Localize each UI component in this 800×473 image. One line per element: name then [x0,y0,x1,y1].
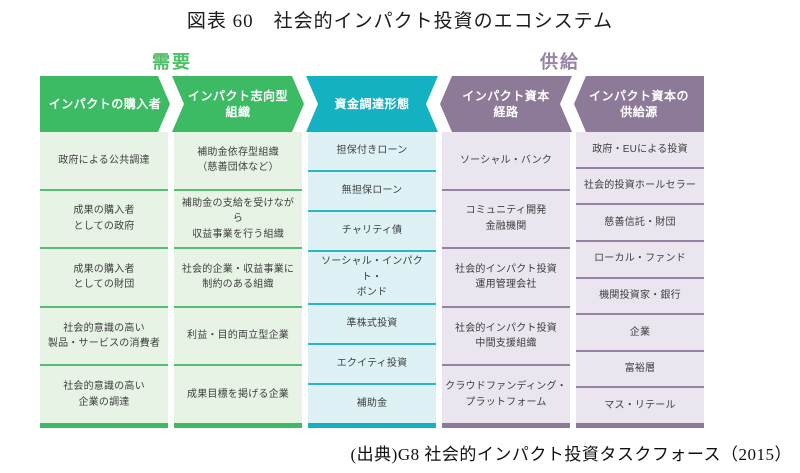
column-impact-capital-sources: インパクト資本の 供給源政府・EUによる投資社会的投資ホールセラー慈善信託・財団… [574,76,704,428]
column-bottom-bar [174,422,302,428]
list-item: 政府・EUによる投資 [592,143,688,155]
column-body-impact-driven-organizations: 補助金依存型組織 （慈善団体など） 補助金の支給を受けながら 収益事業を行う組織社… [174,132,302,428]
list-item: 社会的インパクト投資 運用管理会社 [442,247,570,306]
column-bottom-bar [576,423,704,428]
list-item: 成果の購入者 としての財団 [40,247,168,306]
column-body-impact-capital-sources: 政府・EUによる投資社会的投資ホールセラー慈善信託・財団ローカル・ファンド機関投… [576,132,704,428]
list-item: 富裕層 [576,349,704,387]
column-header-impact-capital-channels: インパクト資本 経路 [440,76,572,132]
list-item: 成果目標を掲げる企業 [174,364,302,423]
source-caption: (出典)G8 社会的インパクト投資タスクフォース（2015） [350,445,792,464]
list-item: 社会的意識の高い 企業の調達 [40,364,168,423]
list-item: マス・リテール [576,386,704,423]
list-item: 慈善信託・財団 [576,203,704,240]
column-impact-driven-organizations: インパクト志向型 組織補助金依存型組織 （慈善団体など） 補助金の支給を受けながら… [174,76,302,428]
list-item: 無担保ローン [308,170,436,210]
column-funding-forms: 資金調達形態担保付きローン無担保ローンチャリティ債ソーシャル・インパクト・ ボン… [308,76,436,428]
list-item: 社会的投資ホールセラー [576,166,704,204]
list-item: ローカル・ファンド [576,239,704,277]
list-item: 社会的意識の高い 製品・サービスの消費者 [40,305,168,365]
figure-title: 図表 60 社会的インパクト投資のエコシステム [186,11,614,32]
column-body-impact-capital-channels: ソーシャル・バンクコミュニティ開発 金融機関社会的インパクト投資 運用管理会社社… [442,132,570,428]
supply-label: 供給 [540,52,580,72]
list-item: クラウドファンディング・ プラットフォーム [442,364,570,423]
column-bottom-bar [308,422,436,428]
list-item: 社会的インパクト投資 中間支援組織 [442,305,570,365]
column-header-impact-buyers: インパクトの購入者 [40,76,170,132]
list-item: 担保付きローン [336,145,408,157]
column-body-funding-forms: 担保付きローン無担保ローンチャリティ債ソーシャル・インパクト・ ボンド準株式投資… [308,132,436,428]
list-item: 成果の購入者 としての政府 [40,188,168,248]
column-body-impact-buyers: 政府による公共調達成果の購入者 としての政府成果の購入者 としての財団社会的意識… [40,132,168,428]
column-impact-capital-channels: インパクト資本 経路ソーシャル・バンクコミュニティ開発 金融機関社会的インパクト… [442,76,570,428]
list-item: 利益・目的両立型企業 [174,305,302,365]
list-item: 政府による公共調達 [58,154,150,166]
list-item: ソーシャル・バンク [459,154,553,166]
column-header-impact-capital-sources: インパクト資本の 供給源 [574,76,704,132]
demand-label: 需要 [152,52,192,72]
list-item: エクイティ投資 [308,342,436,383]
column-bottom-bar [40,422,168,428]
list-item: 準株式投資 [308,302,436,343]
list-item: 補助金 [308,382,436,423]
column-bottom-bar [442,422,570,428]
list-item: 補助金の支給を受けながら 収益事業を行う組織 [174,188,302,248]
list-item: 社会的企業・収益事業に 制約のある組織 [174,247,302,306]
list-item: 機関投資家・銀行 [576,276,704,314]
column-header-funding-forms: 資金調達形態 [306,76,438,132]
list-item: チャリティ債 [308,210,436,250]
column-header-impact-driven-organizations: インパクト志向型 組織 [172,76,304,132]
list-item: ソーシャル・インパクト・ ボンド [308,250,436,303]
column-impact-buyers: インパクトの購入者政府による公共調達成果の購入者 としての政府成果の購入者 とし… [40,76,168,428]
ecosystem-diagram: インパクトの購入者政府による公共調達成果の購入者 としての政府成果の購入者 とし… [40,76,704,428]
list-item: 補助金依存型組織 （慈善団体など） [197,146,279,174]
list-item: 企業 [576,313,704,350]
list-item: コミュニティ開発 金融機関 [442,188,570,248]
